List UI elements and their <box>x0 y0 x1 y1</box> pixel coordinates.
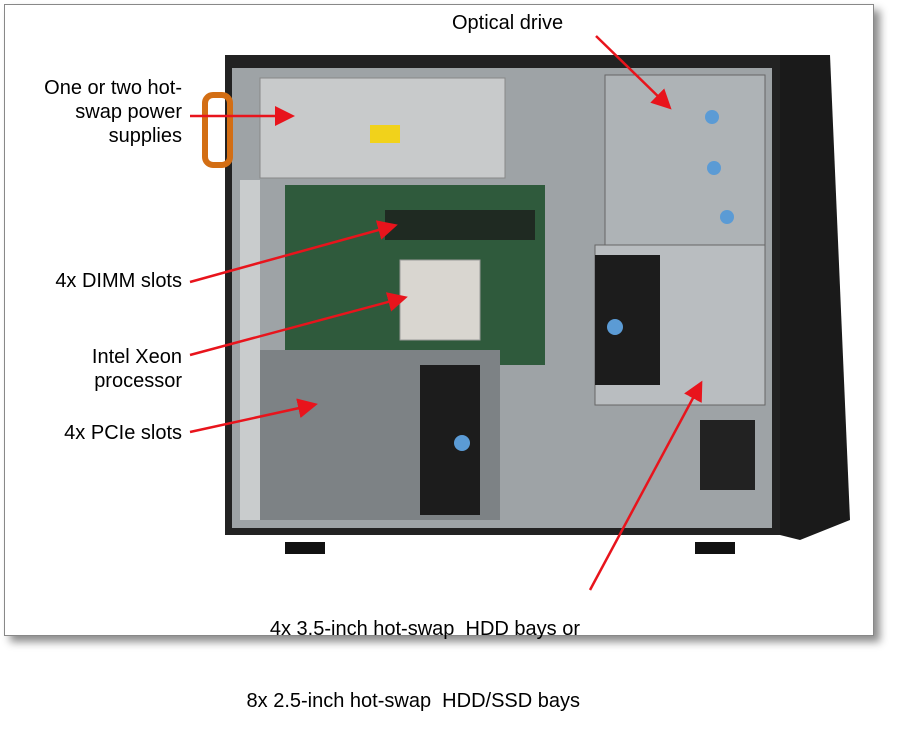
server-photo <box>189 35 850 591</box>
label-processor: Intel Xeon processor <box>10 345 182 393</box>
blue-touchpoints <box>454 110 734 451</box>
label-optical-drive: Optical drive <box>452 12 564 34</box>
heatsink <box>399 259 481 341</box>
label-line: Intel Xeon <box>91 346 182 368</box>
label-line: 4x 3.5-inch hot-swap HDD bays or <box>269 618 580 640</box>
label-pcie: 4x PCIe slots <box>64 422 182 444</box>
arrow-cpu <box>189 292 408 357</box>
arrow-dimm <box>189 220 398 284</box>
label-line: 8x 2.5-inch hot-swap HDD/SSD bays <box>246 690 580 712</box>
label-hdd-bays: 4x 3.5-inch hot-swap HDD bays or 8x 2.5-… <box>180 569 580 737</box>
dimm-slots <box>385 210 535 240</box>
arrow-pcie <box>189 398 318 434</box>
label-line: One or two hot- <box>44 77 182 99</box>
label-line: swap power <box>75 101 182 123</box>
arrow-optical <box>595 35 672 110</box>
callout-arrows <box>189 35 703 591</box>
optical-bay <box>604 74 766 246</box>
label-power-supplies: One or two hot- swap power supplies <box>10 76 182 148</box>
arrow-hdd <box>588 380 703 591</box>
label-dimm: 4x DIMM slots <box>55 270 182 292</box>
label-line: supplies <box>108 125 182 147</box>
label-line: processor <box>94 370 182 392</box>
